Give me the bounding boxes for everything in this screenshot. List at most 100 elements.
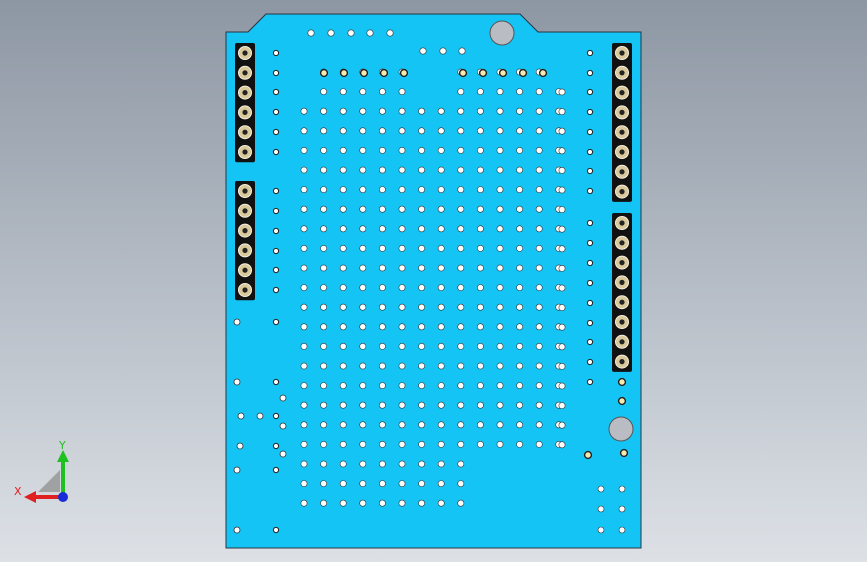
board-hole [535, 146, 543, 154]
board-hole [437, 186, 445, 193]
header-pin-hole [619, 109, 625, 115]
board-hole [320, 421, 327, 429]
component-pads [319, 68, 629, 460]
board-hole [586, 108, 594, 116]
component-pad [617, 377, 627, 387]
board-hole [437, 127, 445, 135]
mounting-holes [489, 20, 634, 442]
board-hole [378, 342, 386, 350]
board-hole [516, 186, 523, 193]
board-hole [233, 378, 241, 386]
board-hole [418, 146, 425, 154]
board-hole [558, 166, 566, 174]
board-hole [300, 382, 308, 389]
board-hole [320, 401, 327, 409]
board-hole [418, 323, 425, 331]
board-hole [586, 378, 594, 386]
board-hole [558, 402, 566, 409]
board-hole [339, 88, 347, 95]
board-outline[interactable] [225, 13, 642, 549]
component-pad [498, 68, 508, 78]
board-hole [320, 205, 327, 213]
board-hole [300, 284, 308, 291]
board-hole [535, 186, 543, 193]
board-hole [437, 460, 445, 468]
header-strip [612, 43, 632, 202]
board-hole [496, 284, 504, 291]
header-pin-hole [242, 50, 248, 56]
board-hole [300, 146, 308, 154]
board-hole [339, 382, 347, 389]
board-hole [272, 148, 280, 156]
board-hole [586, 69, 594, 77]
board-hole [300, 499, 308, 507]
board-hole [339, 480, 347, 487]
board-hole [418, 460, 425, 468]
board-hole [398, 284, 406, 291]
board-hole [339, 284, 347, 291]
board-hole [320, 186, 327, 193]
board-hole [586, 279, 594, 287]
board-hole [320, 284, 327, 291]
board-hole [320, 107, 327, 115]
board-hole [300, 107, 308, 115]
board-hole [398, 342, 406, 350]
board-hole [378, 166, 386, 174]
board-hole [378, 499, 386, 507]
board-hole [300, 244, 308, 252]
board-hole [272, 526, 280, 534]
board-hole [535, 264, 543, 272]
board-hole [378, 303, 386, 311]
header-strip [235, 181, 255, 301]
board-hole [398, 401, 406, 409]
board-hole [476, 88, 484, 95]
board-hole [418, 186, 425, 193]
hole-grid [233, 29, 626, 534]
board-hole [516, 440, 523, 448]
board-hole [457, 284, 465, 291]
pcb-board[interactable] [225, 13, 642, 549]
component-pad [617, 396, 627, 406]
board-hole [272, 88, 280, 96]
board-hole [418, 480, 425, 487]
board-hole [496, 264, 504, 272]
board-hole [327, 29, 335, 37]
board-hole [320, 146, 327, 154]
board-hole [339, 323, 347, 331]
board-hole [586, 88, 594, 96]
mounting-hole-icon [608, 416, 634, 442]
board-hole [457, 127, 465, 135]
board-hole [320, 323, 327, 331]
board-hole [496, 166, 504, 174]
board-hole [516, 264, 523, 272]
board-hole [458, 47, 466, 55]
board-hole [272, 49, 280, 57]
board-hole [586, 338, 594, 346]
board-hole [418, 244, 425, 252]
board-hole [496, 342, 504, 350]
board-hole [359, 264, 367, 272]
board-hole [476, 342, 484, 350]
board-hole [618, 505, 626, 513]
board-hole [378, 362, 386, 370]
header-pin-hole [619, 319, 625, 325]
board-hole [457, 323, 465, 331]
board-hole [378, 460, 386, 468]
board-hole [300, 166, 308, 174]
board-hole [359, 244, 367, 252]
board-hole [300, 186, 308, 193]
board-hole [359, 303, 367, 311]
board-hole [272, 69, 280, 77]
board-hole [516, 323, 523, 331]
board-hole [339, 303, 347, 311]
board-hole [586, 49, 594, 57]
board-hole [496, 440, 504, 448]
board-hole [476, 440, 484, 448]
board-hole [516, 362, 523, 370]
board-hole [398, 146, 406, 154]
board-hole [378, 440, 386, 448]
board-hole [300, 303, 308, 311]
board-hole [535, 342, 543, 350]
board-hole [272, 412, 280, 420]
